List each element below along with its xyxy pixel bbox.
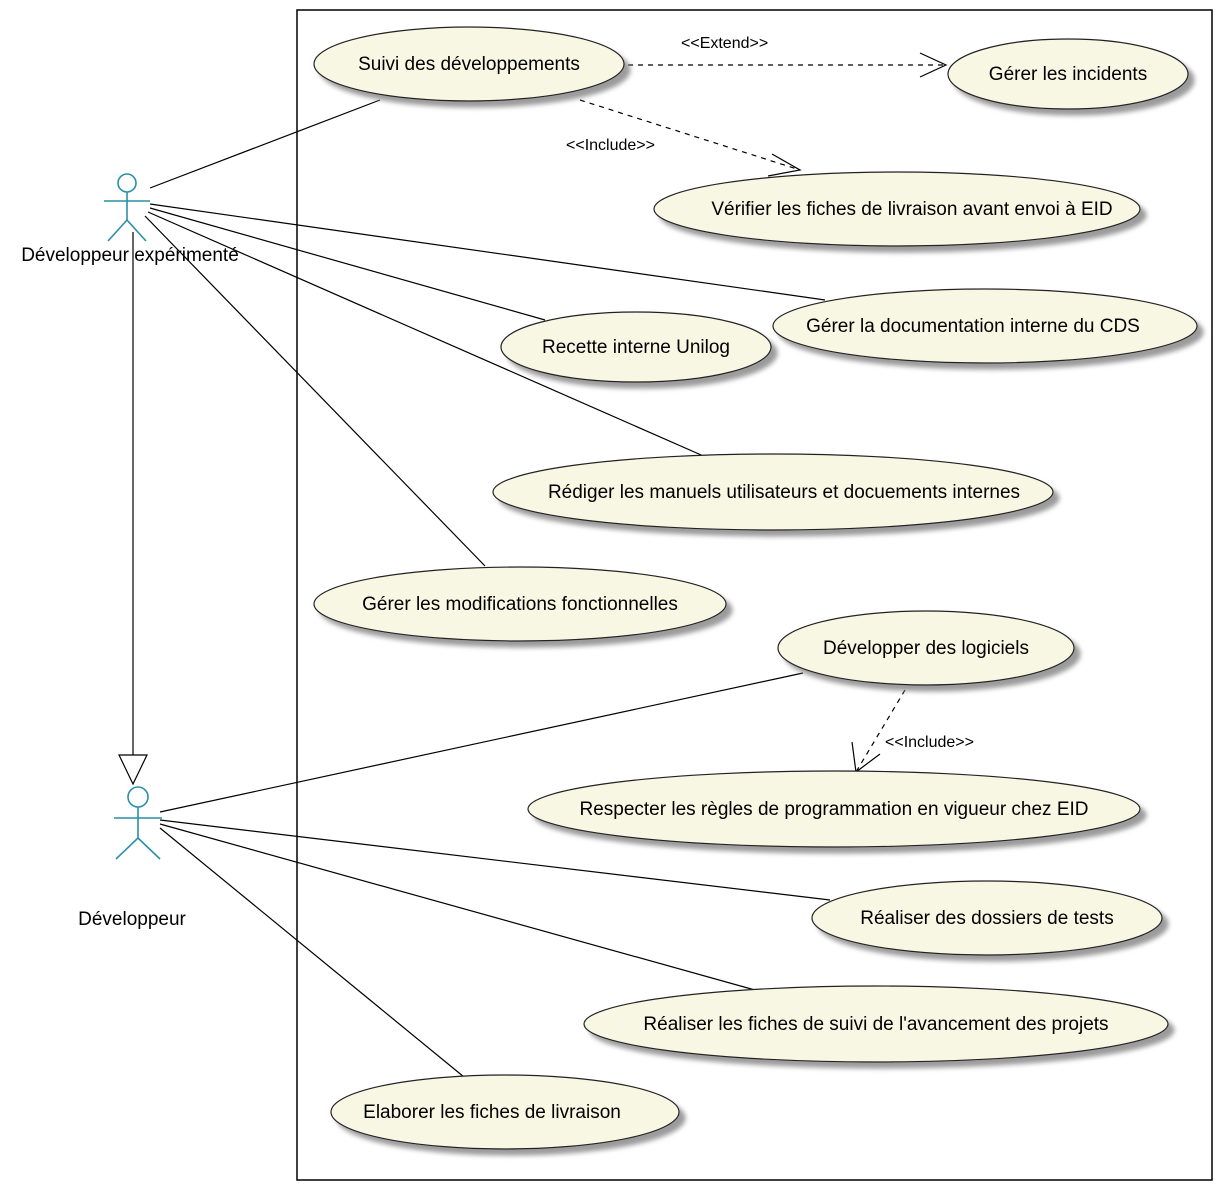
assoc-senior-documentation [149, 203, 826, 301]
include-label-2: <<Include>> [885, 734, 974, 751]
include-label-1: <<Include>> [566, 137, 655, 154]
actor-developer-icon [114, 786, 162, 860]
generalization [118, 232, 148, 786]
use-case-elaborer: Elaborer les fiches de livraison [330, 1074, 680, 1150]
use-case-regles-label: Respecter les règles de programmation en… [579, 799, 1088, 820]
use-case-developper-label: Développer des logiciels [823, 638, 1029, 659]
assoc-senior-suivi [149, 99, 381, 189]
use-case-incidents-label: Gérer les incidents [989, 64, 1147, 85]
use-case-manuels: Rédiger les manuels utilisateurs et docu… [492, 453, 1054, 531]
include-arrowhead-1 [767, 153, 802, 177]
use-case-modifications-label: Gérer les modifications fonctionnelles [362, 594, 678, 615]
assoc-dev-avancement [159, 823, 763, 993]
extend-label: <<Extend>> [681, 35, 768, 52]
use-case-verifier-label: Vérifier les fiches de livraison avant e… [711, 199, 1112, 220]
use-case-avancement: Réaliser les fiches de suivi de l'avance… [583, 985, 1169, 1063]
use-case-suivi: Suivi des développements [313, 26, 625, 102]
assoc-senior-manuels [147, 211, 709, 459]
include-line-2 [855, 689, 906, 773]
assoc-dev-tests [159, 819, 831, 901]
use-case-documentation-label: Gérer la documentation interne du CDS [806, 316, 1140, 337]
use-case-avancement-label: Réaliser les fiches de suivi de l'avance… [643, 1014, 1108, 1035]
use-case-modifications: Gérer les modifications fonctionnelles [313, 566, 727, 642]
use-case-incidents: Gérer les incidents [947, 38, 1189, 110]
assoc-senior-modifications [144, 215, 486, 567]
actor-senior-developer-icon [104, 173, 150, 242]
assoc-dev-developper [159, 672, 804, 813]
use-case-recette-label: Recette interne Unilog [542, 337, 730, 358]
generalization-arrowhead [118, 754, 148, 786]
use-case-manuels-label: Rédiger les manuels utilisateurs et docu… [548, 482, 1020, 503]
actor-developer-label: Développeur [78, 909, 186, 930]
associations [144, 99, 831, 1078]
use-case-tests: Réaliser des dossiers de tests [811, 880, 1163, 956]
use-case-verifier: Vérifier les fiches de livraison avant e… [653, 171, 1141, 247]
include-line-1 [579, 99, 801, 171]
use-case-tests-label: Réaliser des dossiers de tests [860, 908, 1113, 929]
assoc-senior-recette [149, 207, 546, 321]
extend-arrowhead [919, 52, 948, 78]
system-boundary [296, 9, 1213, 1181]
use-case-developper: Développer des logiciels [777, 610, 1075, 686]
actor-senior-developer-label: Développeur expérimenté [21, 245, 239, 266]
use-case-recette: Recette interne Unilog [500, 311, 772, 383]
use-case-regles: Respecter les règles de programmation en… [527, 770, 1141, 848]
use-case-suivi-label: Suivi des développements [358, 54, 580, 75]
assoc-dev-elaborer [159, 827, 465, 1078]
include-arrowhead-2 [851, 741, 881, 774]
use-case-documentation: Gérer la documentation interne du CDS [772, 288, 1198, 364]
use-case-elaborer-label: Elaborer les fiches de livraison [363, 1102, 621, 1123]
